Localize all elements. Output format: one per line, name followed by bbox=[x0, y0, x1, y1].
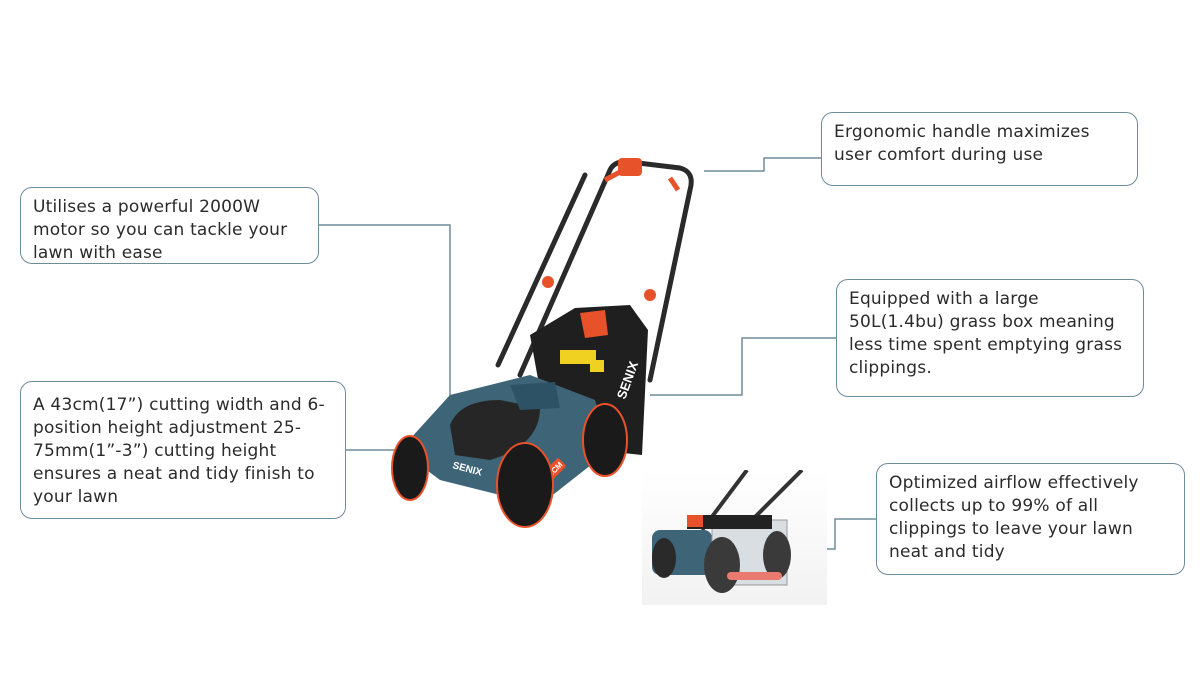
callout-motor: Utilises a powerful 2000W motor so you c… bbox=[20, 187, 319, 264]
callout-cutting: A 43cm(17”) cutting width and 6-position… bbox=[20, 381, 346, 519]
connector-motor bbox=[318, 224, 451, 412]
callout-motor-text: Utilises a powerful 2000W motor so you c… bbox=[33, 197, 288, 263]
airflow-image bbox=[642, 468, 827, 605]
callout-handle-text: Ergonomic handle maximizes user comfort … bbox=[834, 122, 1090, 165]
connector-handle bbox=[704, 157, 821, 172]
callout-airflow: Optimized airflow effectively collects u… bbox=[876, 463, 1185, 575]
callout-grassbox-text: Equipped with a large 50L(1.4bu) grass b… bbox=[849, 289, 1123, 378]
callout-grassbox: Equipped with a large 50L(1.4bu) grass b… bbox=[836, 279, 1144, 397]
lawn-mower-image: SENIX SENIX 43CM bbox=[391, 158, 694, 528]
callout-cutting-text: A 43cm(17”) cutting width and 6-position… bbox=[33, 395, 325, 507]
callout-airflow-text: Optimized airflow effectively collects u… bbox=[889, 473, 1139, 562]
connector-grassbox bbox=[650, 337, 836, 396]
callout-handle: Ergonomic handle maximizes user comfort … bbox=[821, 112, 1138, 186]
